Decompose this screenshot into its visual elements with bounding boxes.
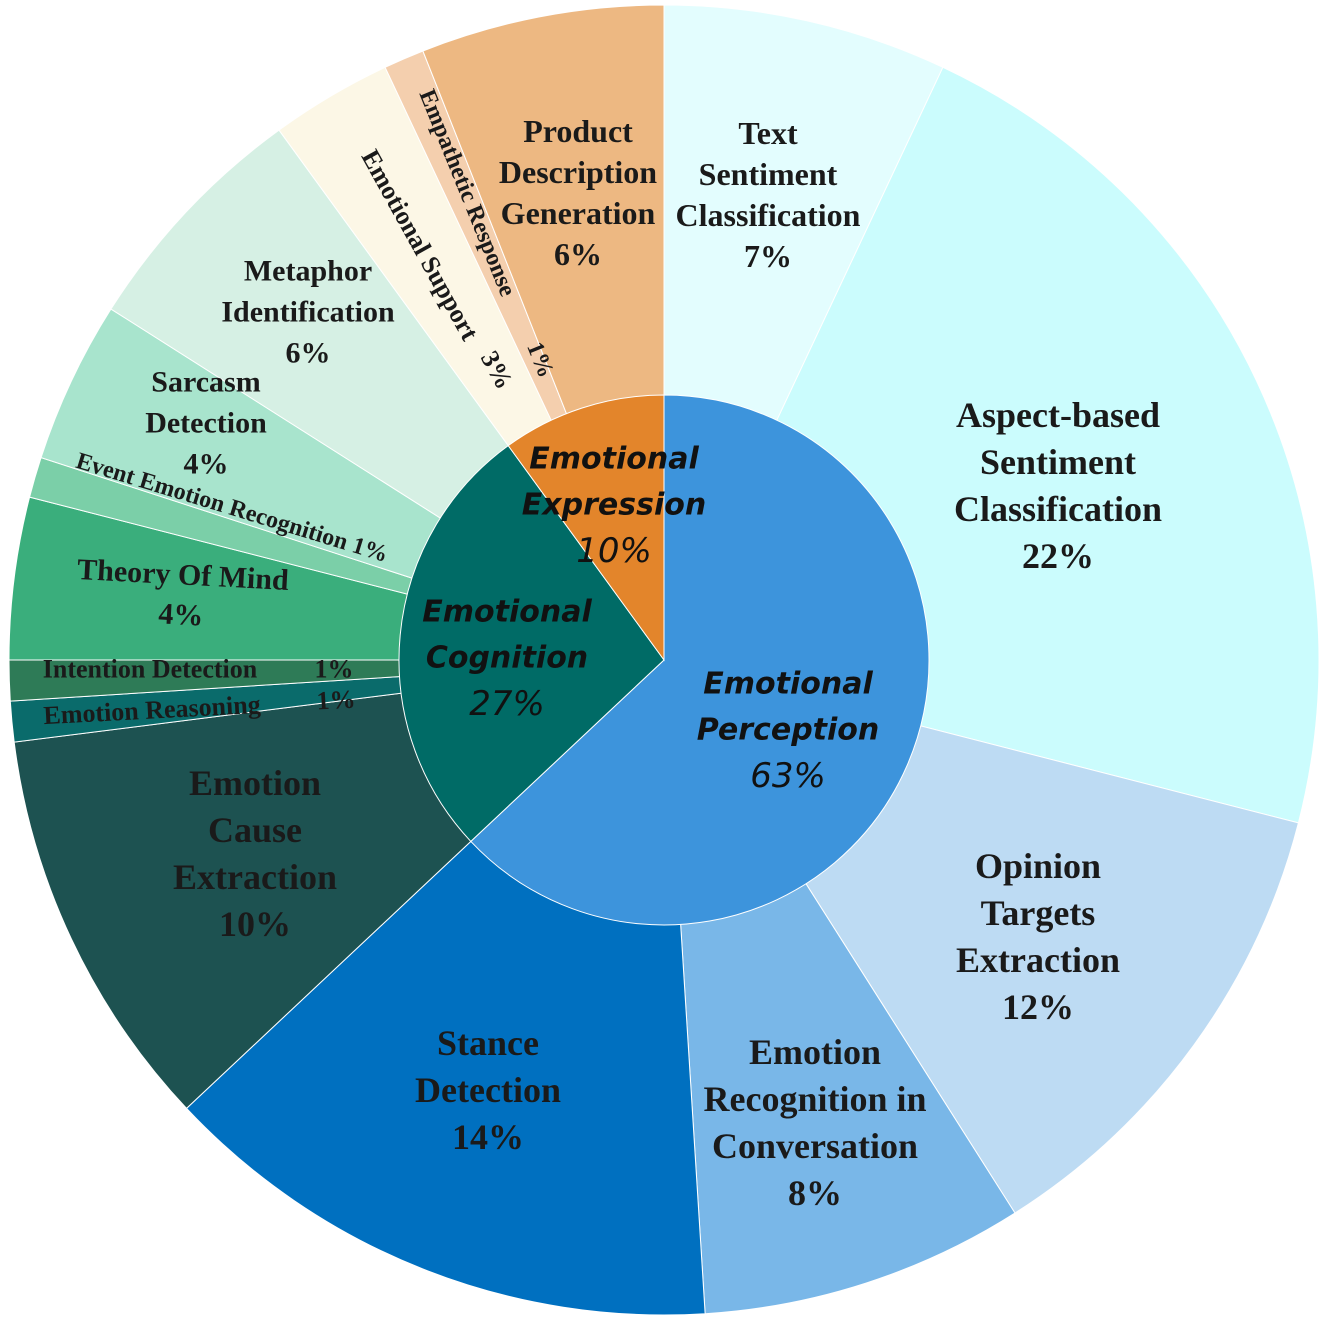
outer-label-text: Identification [221, 296, 395, 329]
inner-pct-text: 10% [576, 531, 652, 571]
outer-label-text: Intention Detection [43, 655, 258, 684]
inner-label-text: Emotional [703, 667, 873, 702]
outer-label-text: Classification [676, 197, 861, 233]
outer-pct-text: 10% [219, 904, 291, 944]
outer-pct-text: 6% [286, 337, 331, 370]
outer-pct-text: 6% [554, 236, 602, 272]
inner-slice-emotional-perception [470, 394, 930, 926]
outer-label-text: Generation [501, 195, 656, 231]
outer-label-text: Detection [145, 407, 267, 440]
outer-label-text: Sentiment [699, 156, 838, 192]
inner-ring [398, 394, 930, 926]
inner-label-text: Emotional [422, 595, 592, 630]
outer-pct-text: 22% [1022, 536, 1094, 576]
outer-label-text: Product [523, 113, 633, 149]
outer-label-text: Cause [208, 810, 302, 850]
outer-pct-text: 1% [316, 684, 356, 715]
outer-label-text: Text [738, 115, 798, 151]
outer-pct-text: 7% [744, 238, 792, 274]
outer-label-text: Detection [415, 1070, 561, 1110]
outer-label-text: Emotion [749, 1032, 881, 1072]
inner-label-text: Emotional [529, 442, 699, 477]
outer-pct-text: 1% [315, 655, 354, 684]
outer-label-text: Stance [437, 1023, 539, 1063]
inner-pct-text: 27% [469, 684, 545, 724]
outer-label-text: Extraction [956, 940, 1120, 980]
outer-label-text: Aspect-based [956, 395, 1160, 435]
outer-pct-text: 14% [452, 1117, 524, 1157]
inner-label-text: Cognition [426, 641, 588, 676]
outer-label-text: Classification [954, 489, 1162, 529]
outer-pct-text: 4% [158, 597, 205, 632]
outer-label-text: Extraction [173, 857, 337, 897]
inner-slice-emotional-cognition [398, 444, 665, 843]
outer-label-text: Sarcasm [151, 366, 260, 399]
inner-ring-labels: EmotionalPerception63%EmotionalCognition… [422, 442, 879, 797]
inner-slice-emotional-expression [507, 394, 665, 662]
outer-label-text: Sentiment [980, 442, 1136, 482]
outer-pct-text: 4% [184, 448, 229, 481]
outer-pct-text: 12% [1002, 987, 1074, 1027]
outer-label-text: Description [499, 154, 657, 190]
outer-label-text: Metaphor [244, 255, 372, 288]
outer-label-text: Opinion [975, 846, 1101, 886]
inner-pct-text: 63% [750, 756, 826, 796]
inner-label-text: Expression [522, 488, 706, 523]
outer-label-text: Targets [981, 893, 1096, 933]
outer-label-text: Conversation [712, 1126, 918, 1166]
outer-label-text: Recognition in [703, 1079, 926, 1119]
outer-pct-text: 8% [788, 1173, 842, 1213]
inner-label-text: Perception [697, 713, 880, 748]
outer-label-intention-detection: Intention Detection 1% [43, 655, 354, 684]
outer-label-text: Emotion [189, 763, 321, 803]
